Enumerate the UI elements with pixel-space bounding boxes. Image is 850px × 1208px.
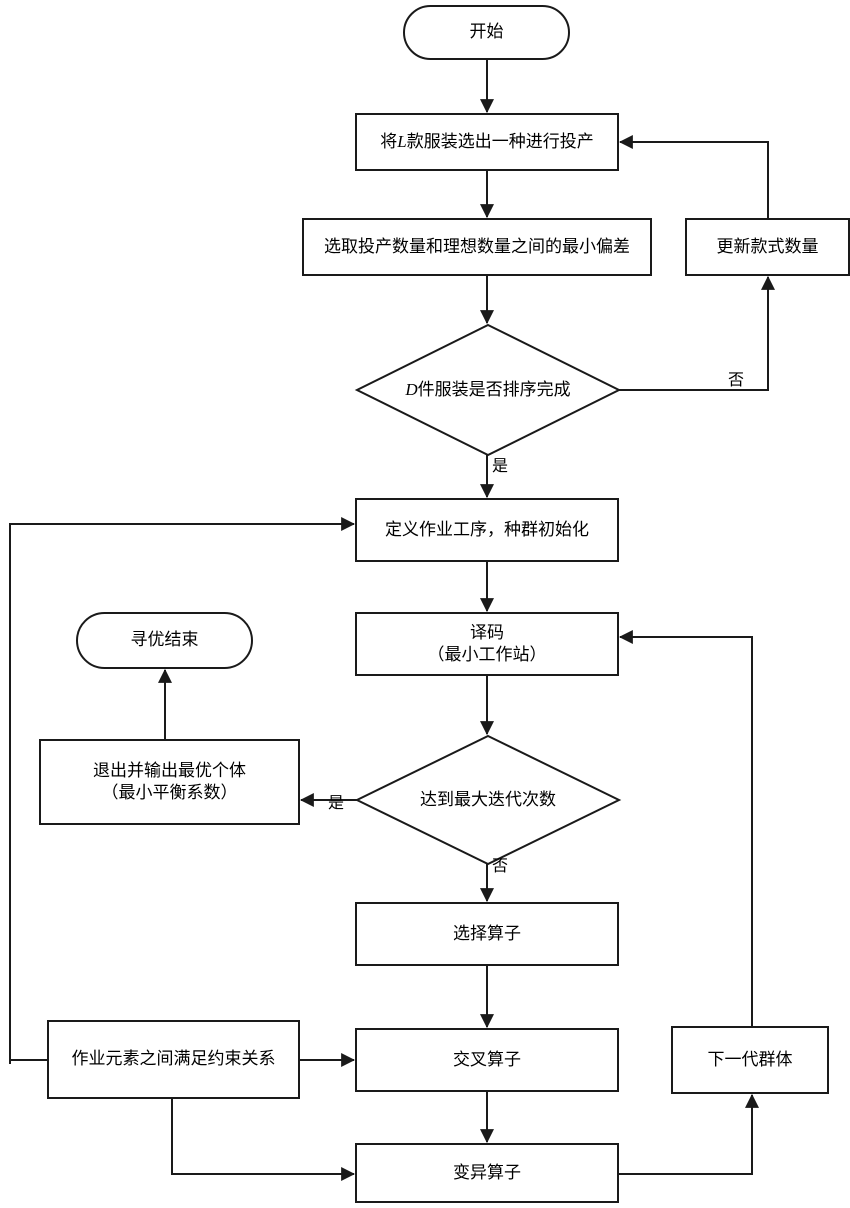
edge-update-to-select (618, 135, 769, 219)
node-next-gen-shape (671, 1026, 829, 1094)
node-update-count-shape (685, 218, 850, 276)
node-decode-shape (355, 612, 619, 676)
edge-mutation-to-nextgen (618, 1093, 759, 1175)
node-d-sorted-shape (354, 323, 622, 457)
node-min-dev-shape (302, 218, 652, 276)
node-max-iter-shape (354, 734, 622, 866)
node-constraint-shape (47, 1020, 300, 1099)
edge-constraint-to-mutation (171, 1098, 356, 1181)
node-select-style-shape (355, 113, 619, 171)
node-crossover-shape (355, 1028, 619, 1092)
edge-nextgen-to-decode (618, 630, 753, 1027)
node-selection-shape (355, 902, 619, 966)
edge-define-loop-from-left (9, 517, 356, 1064)
node-define-init-shape (355, 498, 619, 562)
edge-dsorted-no-to-update (619, 275, 775, 391)
node-start-shape (403, 5, 570, 60)
node-opt-end-shape (76, 612, 253, 669)
node-exit-output-shape (39, 739, 300, 825)
node-mutation-shape (355, 1143, 619, 1203)
